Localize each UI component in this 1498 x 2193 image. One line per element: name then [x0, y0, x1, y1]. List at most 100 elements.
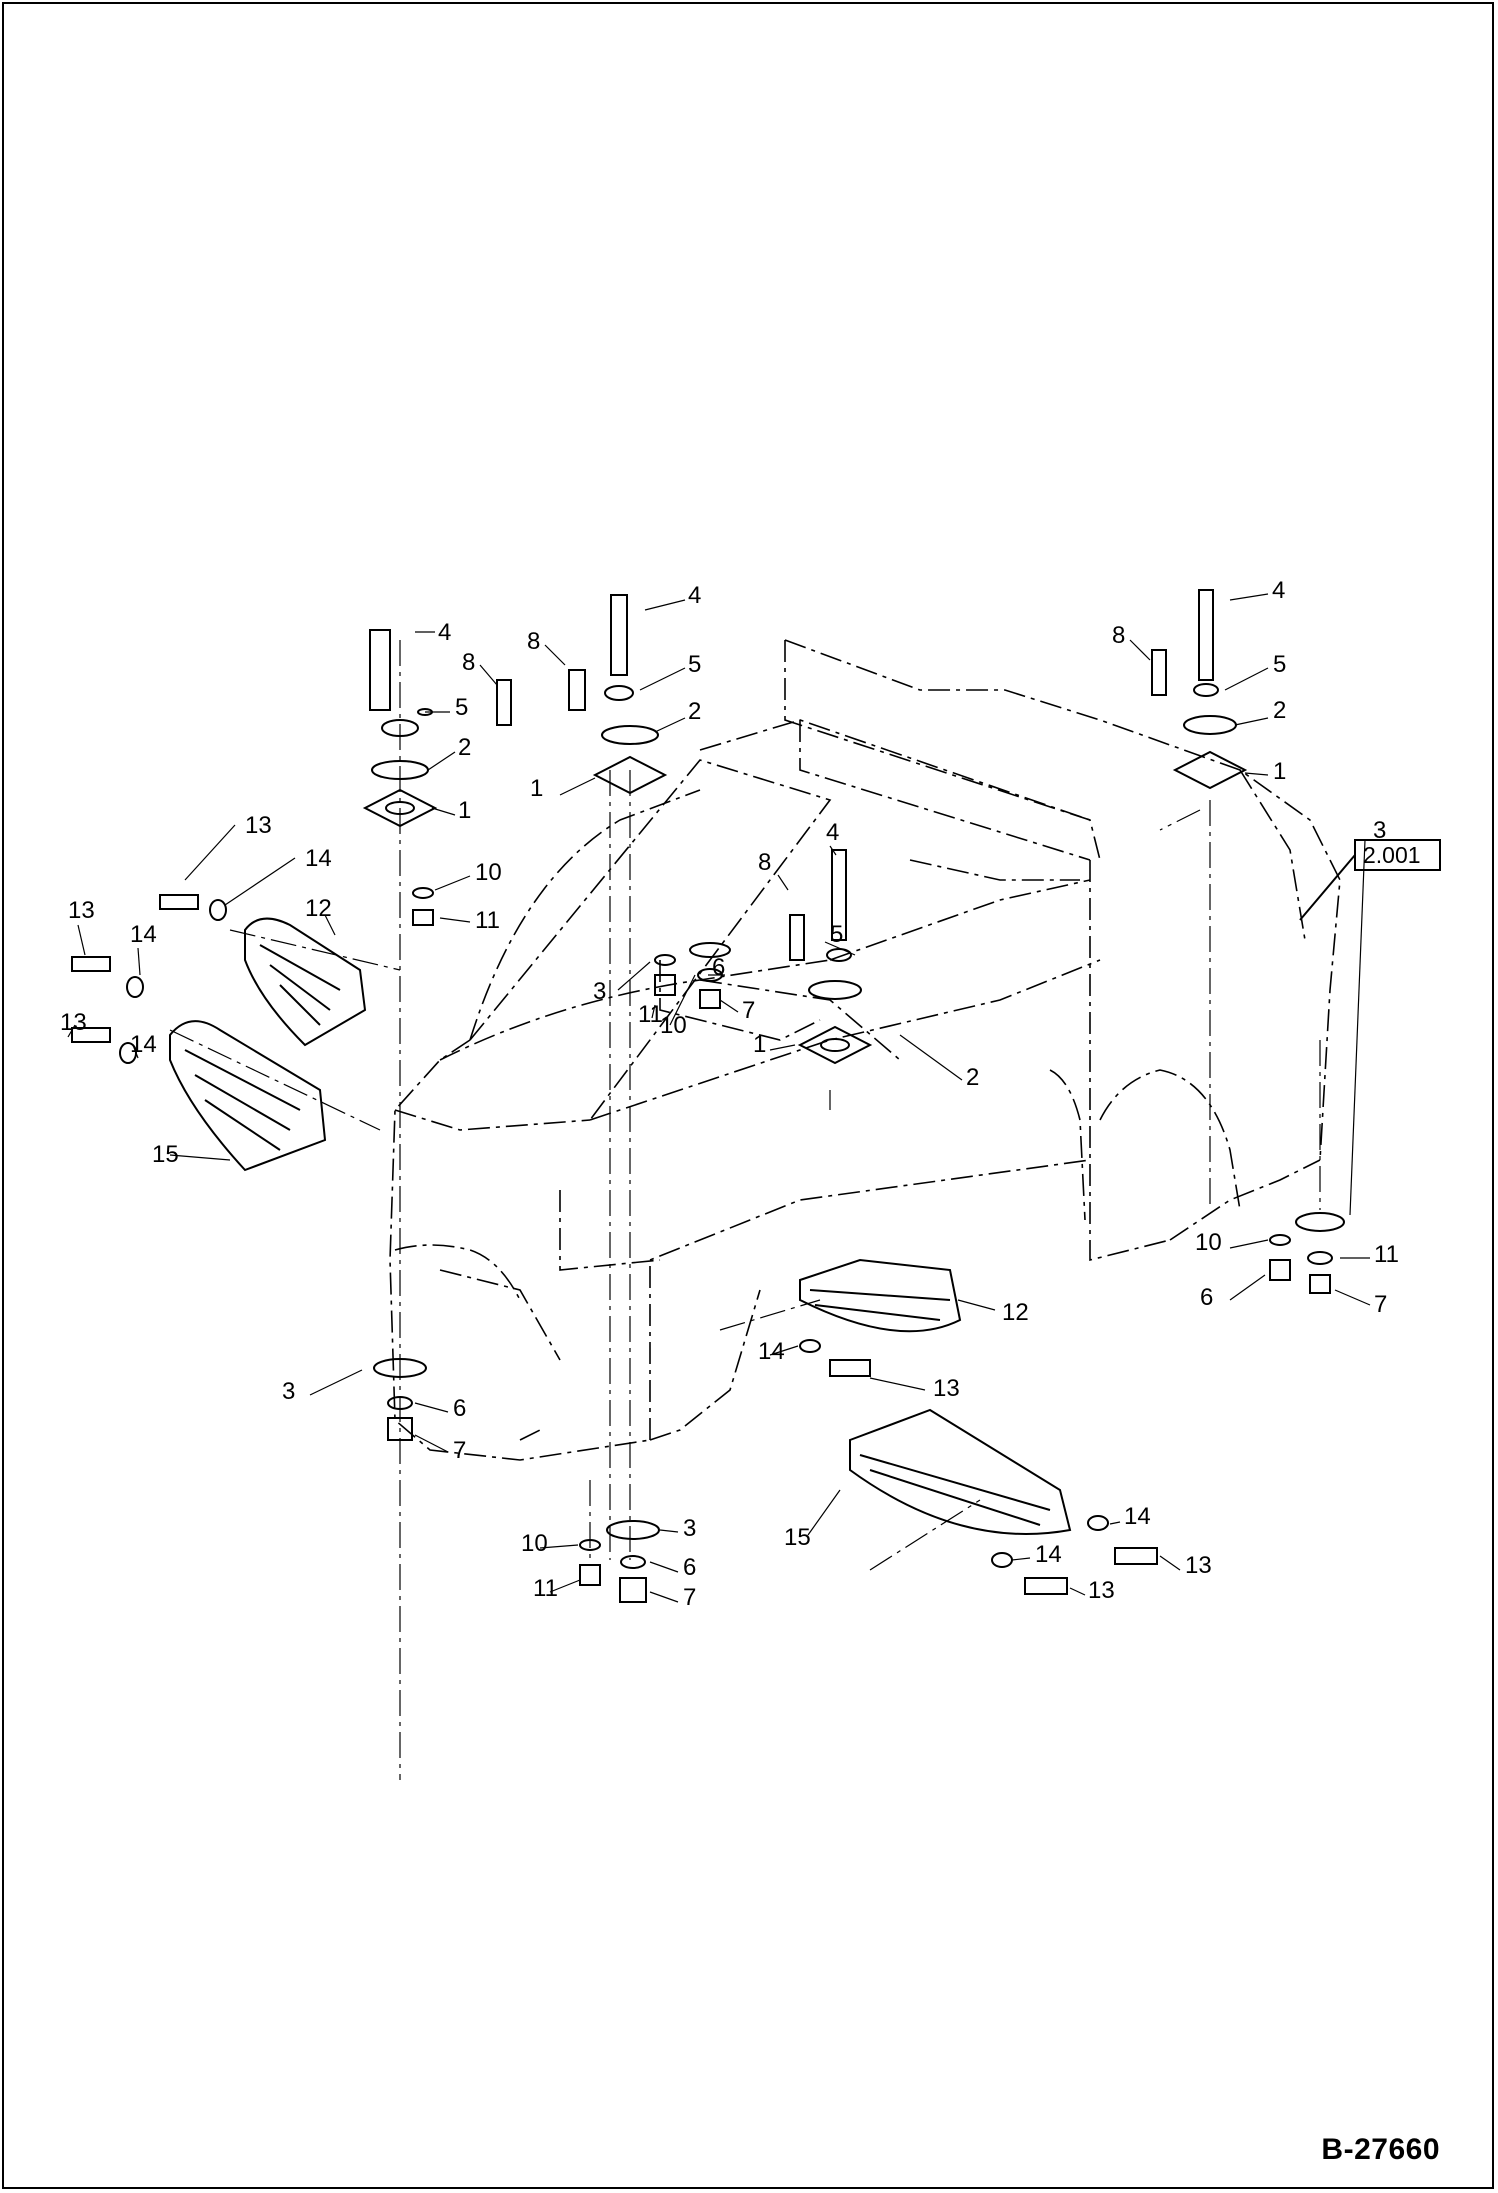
callout-label: 13: [60, 1009, 87, 1036]
callout-leader: [869, 1377, 926, 1391]
callout-leader: [479, 664, 498, 686]
reference-box: 2.001: [1363, 842, 1421, 868]
callout-leader: [651, 1004, 656, 1019]
callout-label: 6: [1200, 1284, 1213, 1311]
callout-leader: [184, 824, 236, 881]
callout-label: 3: [1373, 817, 1386, 844]
callout-label: 14: [305, 845, 332, 872]
callout-label: 6: [683, 1554, 696, 1581]
callout-leader: [807, 1489, 841, 1536]
callout-leader: [137, 947, 141, 976]
callout-leader: [169, 1154, 231, 1161]
reference-box-frame: [1299, 839, 1441, 921]
callout-leader: [659, 1529, 679, 1533]
callout-leader: [824, 941, 856, 956]
callout-leader: [957, 1299, 996, 1311]
callout-leader: [639, 667, 686, 691]
step-right-lower: [849, 1408, 1158, 1595]
callout-leader: [649, 1591, 679, 1603]
callout-label: 1: [1273, 758, 1286, 785]
callout-leader: [549, 1579, 581, 1593]
callout-label: 15: [152, 1141, 179, 1168]
callout-label: 7: [683, 1584, 696, 1611]
drawing-number: B-27660: [1321, 2133, 1440, 2166]
callout-leader: [1234, 717, 1269, 726]
callout-leader: [1069, 1587, 1086, 1596]
callout-label: 13: [68, 897, 95, 924]
callout-leader: [439, 917, 471, 923]
step-left-upper: [159, 894, 367, 1047]
callout-label: 3: [683, 1515, 696, 1542]
callout-leader: [1349, 839, 1366, 1216]
callout-leader: [132, 1044, 139, 1059]
callout-leader: [1011, 1557, 1031, 1561]
callout-leader: [1229, 593, 1269, 601]
callout-leader: [1224, 667, 1269, 691]
callout-label: 11: [1374, 1241, 1399, 1268]
callout-label: 14: [758, 1338, 785, 1365]
callout-label: 2: [966, 1064, 979, 1091]
callout-label: 6: [712, 954, 725, 981]
callout-leader: [777, 874, 789, 891]
callout-label: 10: [1195, 1229, 1222, 1256]
bottom-stack-left: [373, 1358, 427, 1441]
step-left-lower: [71, 956, 327, 1172]
callout-leader: [1159, 1555, 1181, 1571]
callout-label: 2: [458, 734, 471, 761]
callout-leader: [769, 1345, 799, 1356]
callout-label: 2: [1273, 697, 1286, 724]
callout-leader: [1229, 1274, 1266, 1301]
mount-right: [1151, 589, 1345, 1294]
callout-label: 5: [1273, 651, 1286, 678]
callout-label: 7: [742, 997, 755, 1024]
callout-labels: 4852148521485211314121011131413141548531…: [60, 577, 1399, 1611]
callout-leader: [77, 924, 86, 956]
callout-leader: [1244, 772, 1269, 776]
callout-label: 14: [1035, 1541, 1062, 1568]
callout-label: 4: [688, 582, 701, 609]
callout-label: 12: [1002, 1299, 1029, 1326]
callout-leader: [544, 644, 566, 666]
callout-label: 13: [245, 812, 272, 839]
callout-label: 8: [758, 849, 771, 876]
callout-leader: [427, 751, 456, 771]
callout-label: 13: [1088, 1577, 1115, 1604]
callout-label: 6: [453, 1395, 466, 1422]
callout-leader: [644, 599, 686, 611]
callout-label: 8: [527, 628, 540, 655]
callout-label: 3: [282, 1378, 295, 1405]
isolator-mounts: [362, 589, 1345, 1603]
mount-center: [568, 594, 731, 1009]
callout-label: 13: [933, 1375, 960, 1402]
callout-label: 15: [784, 1524, 811, 1551]
callout-label: 11: [475, 907, 500, 934]
callout-label: 2: [688, 698, 701, 725]
callout-label: 8: [1112, 622, 1125, 649]
callout-leader: [539, 1544, 579, 1549]
callout-leader: [309, 1369, 363, 1396]
callout-leader: [434, 875, 471, 891]
callout-leader: [669, 974, 696, 1026]
callout-leader: [654, 717, 686, 733]
steps: [71, 894, 1158, 1595]
callout-leader: [224, 857, 296, 906]
callout-label: 1: [530, 775, 543, 802]
callout-label: 5: [688, 651, 701, 678]
callout-label: 10: [660, 1012, 687, 1039]
callout-label: 1: [458, 797, 471, 824]
callout-label: 5: [455, 694, 468, 721]
callout-label: 12: [305, 895, 332, 922]
callout-leader: [617, 961, 651, 991]
callout-leader: [649, 1561, 679, 1573]
callout-leader: [414, 1434, 449, 1453]
callout-label: 10: [475, 859, 502, 886]
callout-label: 11: [533, 1575, 558, 1602]
callout-label: 8: [462, 649, 475, 676]
callout-leader: [67, 1024, 76, 1038]
callout-label: 7: [453, 1437, 466, 1464]
callout-label: 4: [438, 619, 451, 646]
callout-label: 14: [130, 1031, 157, 1058]
callout-leader: [1109, 1521, 1121, 1525]
callout-label: 1: [753, 1031, 766, 1058]
callout-leader: [899, 1034, 963, 1081]
